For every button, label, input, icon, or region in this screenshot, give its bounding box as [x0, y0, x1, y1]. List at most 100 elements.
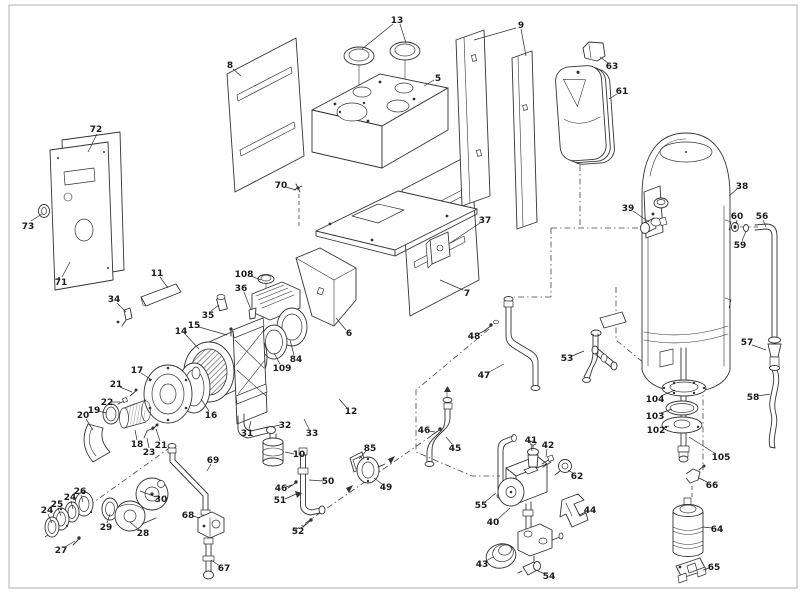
flange-stack-shape — [44, 491, 94, 546]
elbow-cover-20-shape — [83, 423, 111, 463]
leader-line-56 — [762, 219, 767, 228]
part-label-16: 16 — [205, 411, 218, 421]
leader-line-26 — [80, 494, 84, 503]
leader-line-11 — [159, 276, 169, 289]
leader-line-15 — [198, 326, 228, 336]
trap-10-shape — [262, 433, 284, 467]
leader-line-85 — [358, 450, 367, 460]
part-label-28: 28 — [137, 529, 150, 539]
part-label-40: 40 — [487, 518, 500, 528]
leader-line-59 — [741, 230, 747, 242]
cover-43-shape — [485, 543, 517, 569]
leader-line-68 — [192, 515, 201, 519]
leader-line-25 — [57, 507, 62, 517]
part-label-30: 30 — [155, 495, 168, 505]
leader-line-60 — [735, 219, 738, 225]
gas-valve-68-shape — [197, 511, 225, 539]
part-label-109: 109 — [273, 364, 292, 374]
fitting-42-shape — [541, 454, 555, 468]
leader-line-42 — [545, 448, 548, 458]
part-label-53: 53 — [561, 354, 574, 364]
part-label-12: 12 — [345, 407, 358, 417]
leader-line-47 — [488, 363, 505, 373]
leader-line-21 — [119, 386, 133, 393]
part-label-54: 54 — [543, 572, 556, 582]
part-label-22: 22 — [101, 398, 114, 408]
leader-line-63 — [599, 56, 609, 64]
gasket-103-shape — [665, 400, 699, 416]
part-label-19: 19 — [88, 406, 101, 416]
leader-line-34 — [116, 302, 127, 313]
leader-line-53 — [571, 350, 585, 357]
clip-34-shape — [116, 307, 133, 327]
part-label-69: 69 — [207, 456, 220, 466]
part-label-85: 85 — [364, 444, 377, 454]
part-label-55: 55 — [475, 501, 488, 511]
leader-line-70 — [285, 186, 297, 191]
part-label-24: 24 — [41, 506, 54, 516]
gas-valve-49-shape — [349, 451, 386, 484]
leader-line-48 — [477, 329, 487, 335]
part-label-60: 60 — [731, 212, 744, 222]
part-label-61: 61 — [616, 87, 629, 97]
leader-line-10 — [284, 451, 295, 455]
part-label-58: 58 — [747, 393, 760, 403]
part-label-105: 105 — [712, 453, 731, 463]
leader-line-69 — [206, 463, 212, 472]
part-label-10: 10 — [293, 450, 306, 460]
leader-line-16 — [200, 398, 210, 412]
oring-19-shape — [102, 403, 120, 425]
part-label-73: 73 — [22, 222, 35, 232]
leader-line-21 — [155, 428, 161, 442]
part-label-25: 25 — [51, 500, 64, 510]
leader-line-84 — [289, 339, 295, 356]
leader-line-46 — [428, 430, 436, 433]
fitting-62-shape — [554, 459, 572, 476]
leader-line-62 — [567, 469, 574, 474]
leader-line-35 — [210, 304, 220, 312]
check-valve-57-shape — [767, 336, 782, 371]
leader-line-58 — [757, 393, 771, 397]
part-label-51: 51 — [274, 496, 287, 506]
leader-line-54 — [537, 570, 546, 575]
leader-line-6 — [335, 317, 347, 331]
bar-11-shape — [140, 283, 182, 307]
part-label-102: 102 — [647, 426, 666, 436]
gasket-29-shape — [101, 497, 119, 521]
flange-104-shape — [661, 379, 707, 397]
leader-line-5 — [423, 79, 435, 87]
leader-line-30 — [139, 490, 157, 498]
leader-line-27 — [64, 540, 76, 548]
part-label-26: 26 — [74, 487, 87, 497]
pipe-53-shape — [582, 311, 627, 383]
leader-line-28 — [129, 521, 140, 531]
leader-line-29 — [106, 513, 111, 524]
leader-line-13 — [399, 23, 407, 44]
leader-line-51 — [284, 493, 297, 500]
part-label-13: 13 — [391, 16, 404, 26]
part-label-6: 6 — [346, 329, 352, 339]
part-label-63: 63 — [606, 62, 619, 72]
side-panel-8-shape — [226, 37, 305, 193]
part-label-39: 39 — [622, 204, 635, 214]
part-label-14: 14 — [175, 327, 188, 337]
leader-line-7 — [439, 279, 464, 291]
leader-line-8 — [232, 68, 242, 77]
bracket-37-shape — [425, 231, 451, 269]
part-label-62: 62 — [571, 472, 584, 482]
condensate-pipe-31-32-shape — [237, 413, 276, 439]
part-label-23: 23 — [143, 448, 156, 458]
part-label-47: 47 — [478, 371, 491, 381]
leader-line-9 — [473, 27, 517, 41]
part-label-21: 21 — [110, 380, 123, 390]
leader-line-73 — [30, 213, 43, 222]
part-label-5: 5 — [435, 74, 441, 84]
part-label-108: 108 — [235, 270, 254, 280]
leader-line-46 — [285, 484, 293, 488]
part-label-8: 8 — [227, 61, 233, 71]
part-label-27: 27 — [55, 546, 68, 556]
leader-line-65 — [702, 567, 710, 571]
